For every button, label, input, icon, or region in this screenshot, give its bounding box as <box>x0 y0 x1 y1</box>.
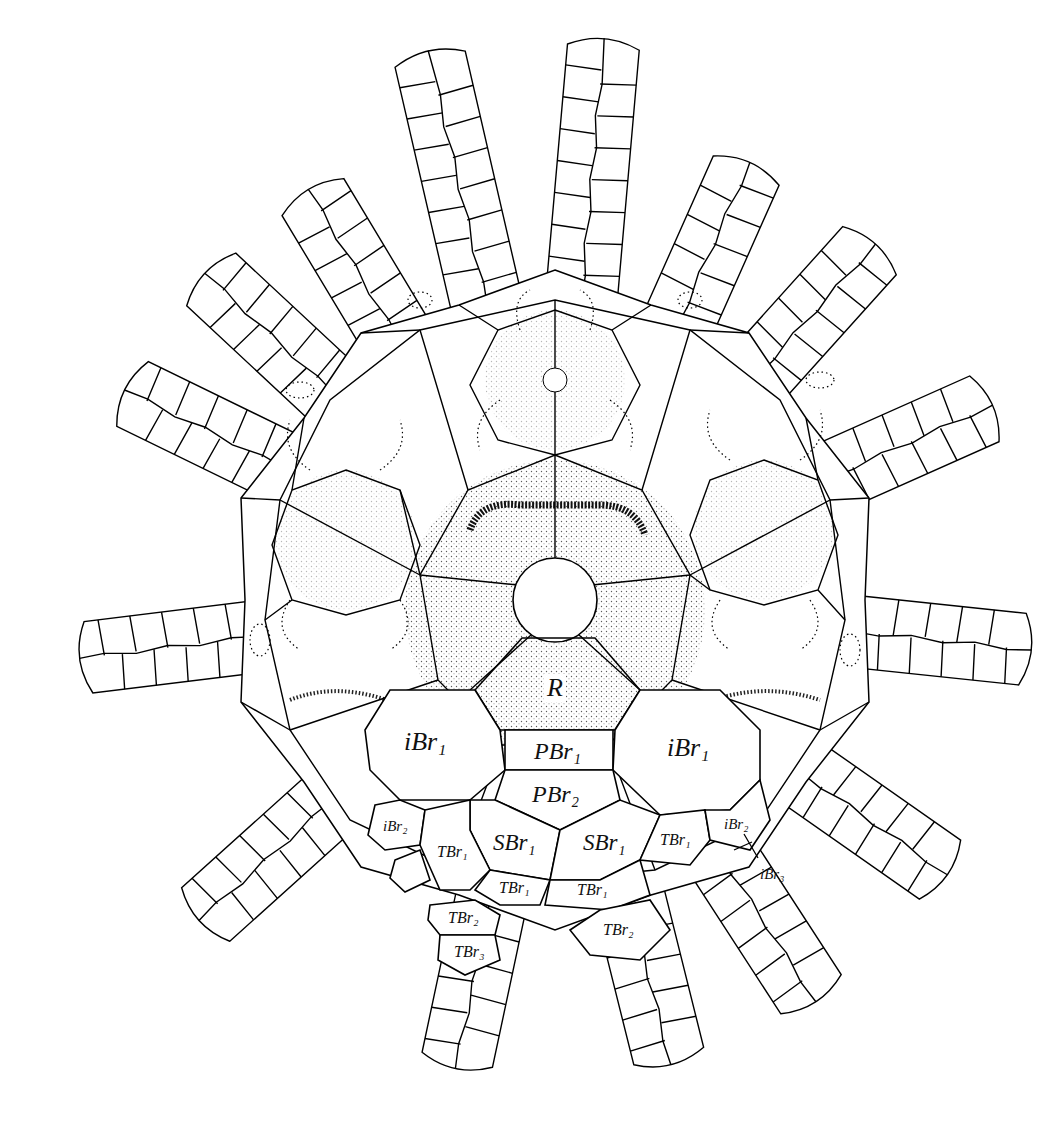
plate-label: iBr₂ <box>383 819 407 834</box>
plate-label: TBr₁ <box>499 880 529 896</box>
plate-label: TBr₁ <box>660 832 690 848</box>
plate-label: R <box>544 674 566 702</box>
plate-label: iBr₁ <box>404 729 446 755</box>
plate-label: TBr₃ <box>454 944 484 960</box>
plate-label: PBr₂ <box>532 782 579 806</box>
plate-label: TBr₂ <box>603 922 633 938</box>
plate-label: TBr₁ <box>577 882 607 898</box>
plate-label: iBr₃ <box>760 867 784 882</box>
plate-label: TBr₂ <box>448 910 478 926</box>
plate-label: SBr₁ <box>493 831 536 854</box>
plate-label: PBr₁ <box>534 739 581 763</box>
plate-label: iBr₁ <box>667 735 709 761</box>
plate-label: iBr₂ <box>724 817 748 832</box>
plate-label: SBr₁ <box>583 831 626 854</box>
plate-label: TBr₁ <box>437 844 467 860</box>
